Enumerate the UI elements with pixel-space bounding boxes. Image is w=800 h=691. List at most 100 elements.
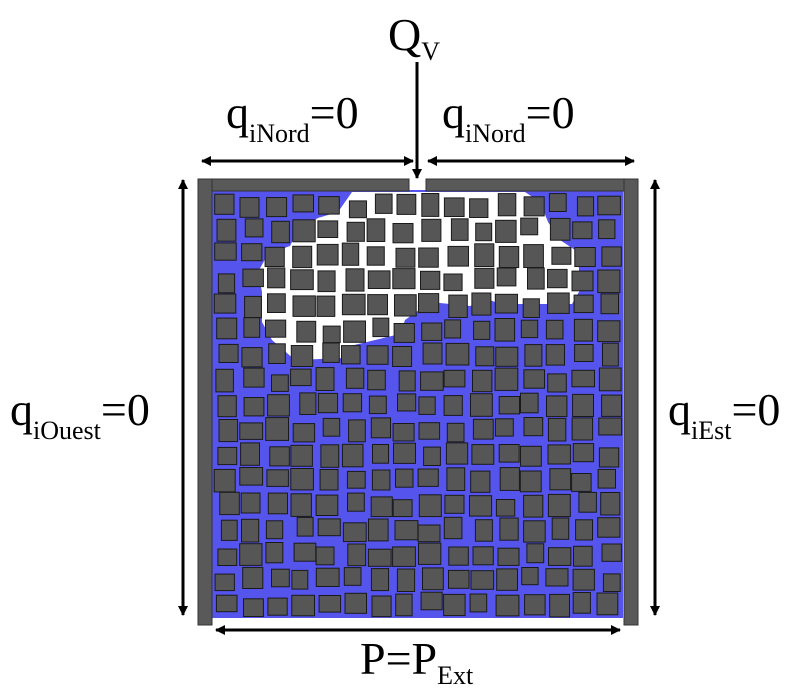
grain [474, 519, 493, 542]
grain [267, 293, 286, 313]
grain [367, 294, 389, 316]
grain [398, 370, 416, 392]
grain [346, 221, 365, 242]
grain [393, 442, 416, 464]
boundary-arrows [178, 62, 660, 635]
grain [602, 573, 621, 593]
grain [315, 494, 339, 517]
grain [574, 247, 596, 267]
grain [573, 294, 594, 314]
grain [475, 222, 493, 242]
grain [220, 519, 238, 541]
grain [547, 292, 570, 314]
grain [343, 320, 367, 343]
grain [470, 570, 495, 590]
grain [243, 367, 265, 388]
grain [522, 298, 540, 318]
grain [290, 493, 312, 517]
grain [445, 442, 469, 465]
grain [290, 345, 314, 367]
grain [494, 293, 518, 314]
grain [217, 548, 238, 566]
grain [397, 393, 417, 412]
left-wall [197, 178, 213, 626]
grain [498, 396, 521, 415]
grain [578, 491, 597, 513]
grain [315, 546, 335, 566]
grain [317, 220, 339, 238]
grain [497, 193, 517, 217]
grain [576, 196, 595, 217]
grain [469, 495, 493, 517]
grain [551, 517, 570, 540]
grain [520, 445, 542, 467]
grain [217, 273, 236, 294]
grain [239, 467, 264, 486]
grain [218, 343, 239, 363]
grain [499, 467, 520, 491]
grain [495, 219, 517, 243]
grain [217, 446, 238, 466]
grain [265, 542, 284, 564]
grain [422, 567, 444, 591]
grain [341, 242, 360, 266]
north-left-label: qiNord=0 [226, 87, 359, 148]
grain [242, 268, 264, 288]
grain [445, 342, 470, 366]
right-wall [623, 178, 639, 626]
grain [348, 419, 366, 443]
outlet-pressure-label: P=PExt [360, 633, 474, 690]
grain [601, 394, 622, 417]
grain [214, 573, 235, 592]
grain [318, 196, 340, 215]
grain [290, 269, 314, 291]
grain [214, 242, 237, 261]
grain [394, 520, 419, 541]
grain [523, 196, 545, 217]
east-label: qiEst=0 [668, 384, 780, 445]
grain [444, 319, 462, 339]
grain [417, 468, 439, 487]
grain [271, 568, 290, 588]
grain [448, 569, 470, 589]
grain [291, 594, 315, 617]
grain [472, 369, 493, 393]
grain [547, 417, 567, 442]
grain [575, 519, 593, 541]
grain [422, 342, 443, 365]
grain [547, 373, 567, 393]
grain [597, 468, 616, 489]
grain [597, 195, 621, 216]
grain [290, 468, 314, 491]
grain [597, 320, 621, 343]
grain [271, 220, 290, 244]
grain [423, 446, 441, 467]
grain-array [213, 193, 623, 618]
grain [443, 516, 463, 540]
grain [418, 542, 442, 565]
grain [420, 371, 444, 391]
grain [265, 520, 284, 540]
grain [472, 418, 494, 440]
grain [366, 218, 386, 243]
grain [545, 568, 569, 587]
grain [495, 499, 516, 517]
grain [572, 221, 593, 240]
grain [418, 396, 436, 415]
grain [443, 273, 463, 292]
grain [347, 543, 367, 567]
grain [396, 568, 416, 592]
grain [392, 268, 416, 290]
grain [598, 447, 620, 468]
grain [447, 245, 469, 267]
grain [374, 193, 393, 214]
grain [417, 524, 441, 543]
grain [244, 295, 262, 319]
grain [450, 218, 469, 241]
grain [421, 193, 440, 217]
grain [367, 548, 392, 567]
grain [443, 593, 466, 617]
grain [343, 567, 362, 586]
grain [241, 243, 263, 262]
